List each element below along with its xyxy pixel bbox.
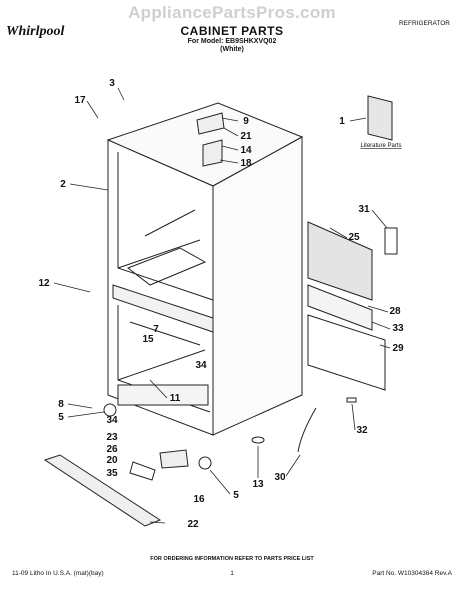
callout-8: 8 (58, 399, 64, 410)
callout-1: 1 (339, 116, 345, 127)
callout-30: 30 (274, 472, 286, 483)
base-pan (117, 384, 209, 406)
rear-access-panel (307, 221, 373, 301)
callout-15: 15 (142, 334, 154, 345)
literature-parts-label: Literature Parts (360, 143, 401, 149)
back-panel-lower (307, 284, 373, 331)
callout-32: 32 (356, 425, 368, 436)
rear-caster (198, 456, 212, 470)
callout-23: 23 (106, 432, 118, 443)
cabinet-right-side (212, 136, 303, 436)
callout-2: 2 (60, 179, 66, 190)
door-bracket (346, 397, 357, 403)
mullion (112, 284, 214, 333)
callout-5-right: 5 (233, 490, 239, 501)
callout-18: 18 (240, 158, 252, 169)
callout-12: 12 (38, 278, 50, 289)
footer-print-info: 11-09 Litho In U.S.A. (mat)(bay) (12, 570, 104, 577)
callout-5-left: 5 (58, 412, 64, 423)
callout-26: 26 (106, 444, 118, 455)
hinge-bracket (202, 139, 223, 167)
callout-9: 9 (243, 116, 249, 127)
liner-floor (126, 247, 207, 286)
page-title: CABINET PARTS (180, 24, 284, 38)
model-line: For Model: EB9SHKXVQ02 (187, 38, 277, 45)
leveling-leg (129, 461, 156, 481)
ordering-note: FOR ORDERING INFORMATION REFER TO PARTS … (150, 556, 314, 562)
footer-page-number: 1 (230, 570, 234, 577)
callout-22: 22 (187, 519, 199, 530)
callout-31: 31 (358, 204, 370, 215)
callout-35: 35 (106, 468, 118, 479)
callout-33: 33 (392, 323, 404, 334)
watermark: AppliancePartsPros.com (128, 3, 336, 22)
callout-11: 11 (170, 393, 181, 404)
callout-17: 17 (74, 95, 86, 106)
compressor-cover (307, 314, 386, 391)
category-label: REFRIGERATOR (398, 20, 450, 27)
callout-13: 13 (252, 479, 264, 490)
callout-14: 14 (240, 145, 252, 156)
callout-16: 16 (193, 494, 205, 505)
toe-grille (43, 454, 162, 527)
callout-7: 7 (153, 324, 159, 335)
drain-cap (251, 436, 265, 444)
callout-34-lower: 34 (106, 415, 118, 426)
color-line: (White) (220, 46, 244, 53)
bracket-31 (384, 227, 398, 255)
callout-28: 28 (389, 306, 401, 317)
footer-part-number: Part No. W10304364 Rev.A (372, 570, 452, 577)
brand-logo: Whirlpool (6, 24, 65, 39)
callout-34-upper: 34 (195, 360, 207, 371)
literature-booklet (367, 95, 393, 141)
callout-25: 25 (348, 232, 360, 243)
drain-tube (297, 407, 317, 453)
lower-hinge (159, 449, 189, 469)
callout-3: 3 (109, 78, 115, 89)
callout-29: 29 (392, 343, 404, 354)
callout-20: 20 (106, 455, 118, 466)
front-caster (103, 403, 117, 417)
callout-21: 21 (240, 131, 252, 142)
